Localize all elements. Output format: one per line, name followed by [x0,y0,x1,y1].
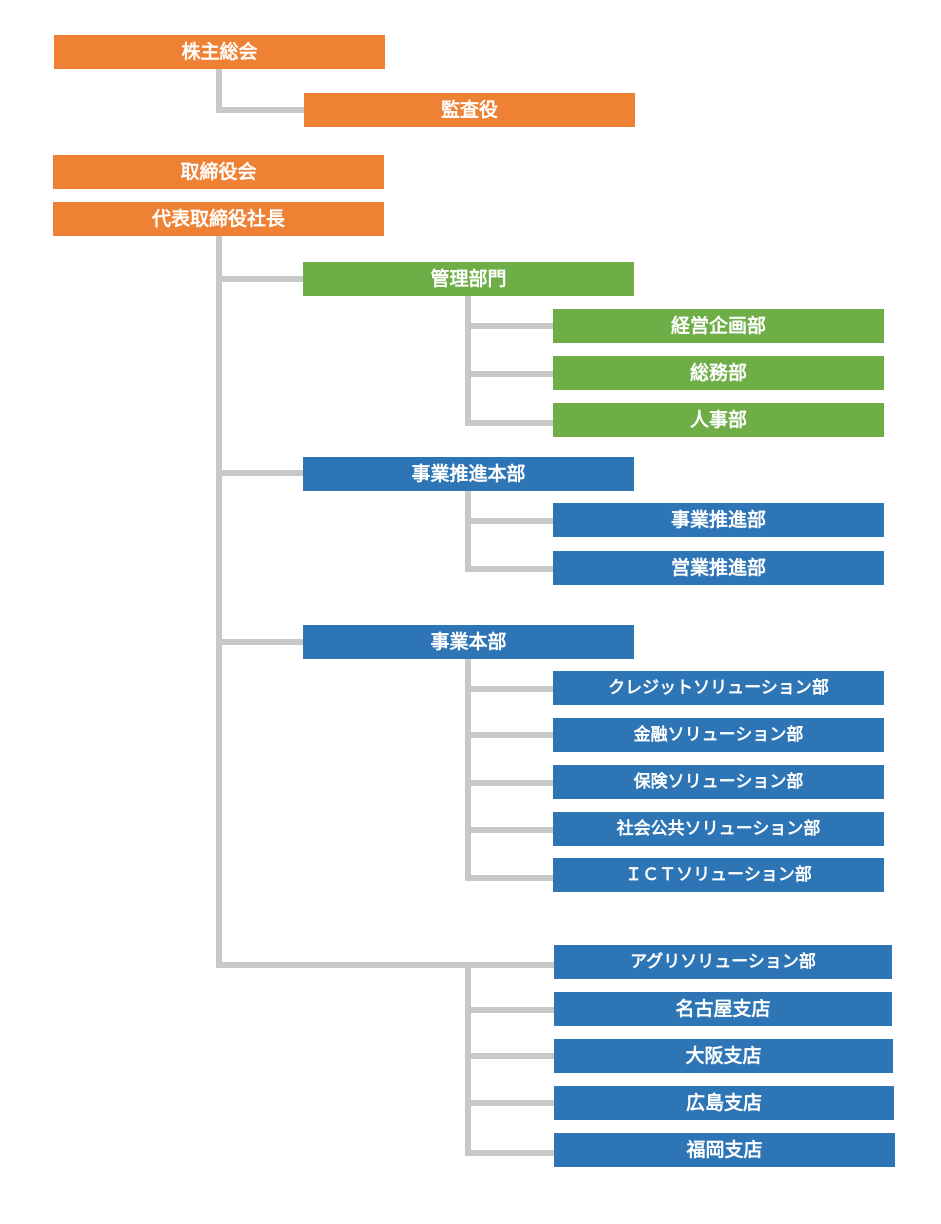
node-biz-promo: 事業推進部 [553,503,884,537]
connector-to-biz-hq [216,639,304,645]
node-general-affairs: 総務部 [553,356,884,390]
connector-to-bizpromo-hq [216,470,304,476]
connector-to-osaka [465,1053,554,1059]
node-biz-promo-hq: 事業推進本部 [303,457,634,491]
connector-president-vertical [216,236,222,968]
connector-to-audit [216,107,304,113]
connector-to-branches [216,962,554,968]
node-nagoya-branch: 名古屋支店 [554,992,892,1026]
node-finance-solution: 金融ソリューション部 [553,718,884,752]
connector-to-general-affairs [465,371,554,377]
connector-to-biz-promo [465,518,554,524]
connector-to-corp-planning [465,323,554,329]
connector-bizpromo-vertical [465,491,471,572]
connector-to-credit [465,686,554,692]
node-agri-solution: アグリソリューション部 [554,945,892,979]
connector-bizhq-vertical [465,659,471,881]
connector-to-nagoya [465,1007,554,1013]
connector-top-vertical [216,69,222,113]
node-osaka-branch: 大阪支店 [554,1039,893,1073]
connector-to-fukuoka [465,1150,554,1156]
node-biz-hq: 事業本部 [303,625,634,659]
connector-to-hiroshima [465,1100,554,1106]
node-hr: 人事部 [553,403,884,437]
connector-to-finance [465,732,554,738]
connector-to-sales-promo [465,566,554,572]
connector-branches-vertical [465,965,471,1156]
node-corp-planning: 経営企画部 [553,309,884,343]
connector-to-social [465,827,554,833]
connector-to-management [216,276,304,282]
node-insurance-solution: 保険ソリューション部 [553,765,884,799]
node-fukuoka-branch: 福岡支店 [554,1133,895,1167]
node-president: 代表取締役社長 [53,202,384,236]
node-shareholders-meeting: 株主総会 [54,35,385,69]
node-credit-solution: クレジットソリューション部 [553,671,884,705]
node-management-division: 管理部門 [303,262,634,296]
node-board: 取締役会 [53,155,384,189]
node-social-solution: 社会公共ソリューション部 [553,812,884,846]
node-ict-solution: ＩＣＴソリューション部 [553,858,884,892]
connector-to-insurance [465,780,554,786]
connector-to-ict [465,875,554,881]
connector-to-hr [465,420,554,426]
connector-management-vertical [465,296,471,426]
node-audit: 監査役 [304,93,635,127]
node-sales-promo: 営業推進部 [553,551,884,585]
node-hiroshima-branch: 広島支店 [554,1086,894,1120]
